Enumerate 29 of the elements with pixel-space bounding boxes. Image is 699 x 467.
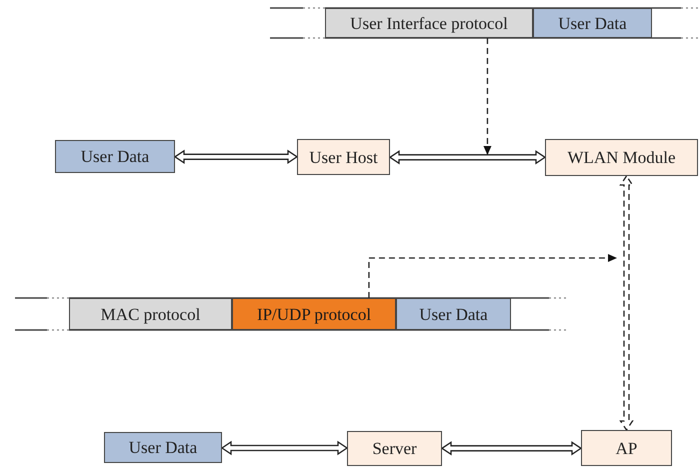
box-label: User Interface protocol xyxy=(350,14,508,32)
data-field xyxy=(104,432,222,463)
data-field xyxy=(55,140,175,173)
process-box xyxy=(347,431,442,466)
double-arrow xyxy=(440,441,582,456)
process-box xyxy=(545,139,698,176)
box-label: User Data xyxy=(558,14,627,32)
data-field xyxy=(396,298,511,330)
box-label: WLAN Module xyxy=(567,149,676,166)
dashed-arrow xyxy=(483,38,492,155)
protocol-field xyxy=(232,298,396,330)
box-label: MAC protocol xyxy=(100,306,200,322)
box-label: User Data xyxy=(419,306,488,322)
double-arrow xyxy=(619,174,634,432)
double-arrow xyxy=(174,150,298,164)
double-arrow xyxy=(388,150,546,165)
box-label: AP xyxy=(616,440,638,456)
box-label: User Data xyxy=(80,148,150,165)
box-label: IP/UDP protocol xyxy=(256,306,372,322)
double-arrow xyxy=(220,440,348,456)
data-field xyxy=(533,8,652,38)
protocol-field xyxy=(69,298,232,330)
process-box xyxy=(581,430,672,466)
protocol-field xyxy=(325,8,533,38)
box-label: User Host xyxy=(309,148,378,166)
box-label: User Data xyxy=(128,439,198,456)
box-label: Server xyxy=(372,440,417,457)
process-box xyxy=(297,139,390,175)
dashed-arrow xyxy=(368,254,617,298)
